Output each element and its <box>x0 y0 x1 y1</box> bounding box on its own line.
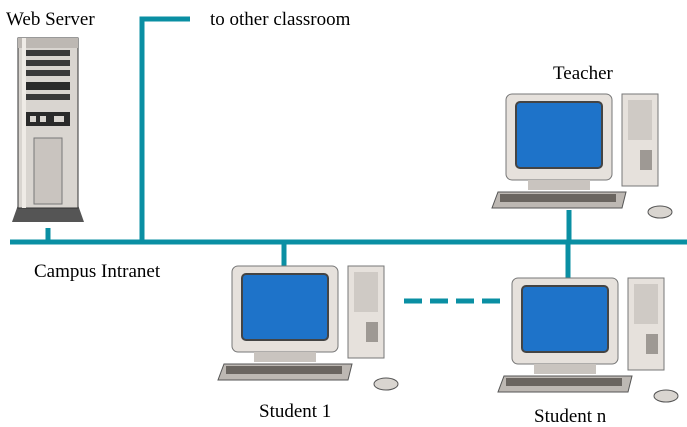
student-1-computer-icon <box>217 265 399 391</box>
network-lines <box>10 16 687 304</box>
teacher-label: Teacher <box>553 63 613 84</box>
student-n-label: Student n <box>534 406 607 427</box>
to-other-classroom-label: to other classroom <box>210 9 351 30</box>
student-1-label: Student 1 <box>259 401 332 422</box>
web-server-icon <box>12 37 84 222</box>
campus-intranet-label: Campus Intranet <box>34 261 161 282</box>
web-server-label: Web Server <box>6 9 95 30</box>
student-n-computer-icon <box>497 277 679 403</box>
uplink-to-other-classroom <box>139 16 190 242</box>
teacher-computer-icon <box>491 93 673 219</box>
